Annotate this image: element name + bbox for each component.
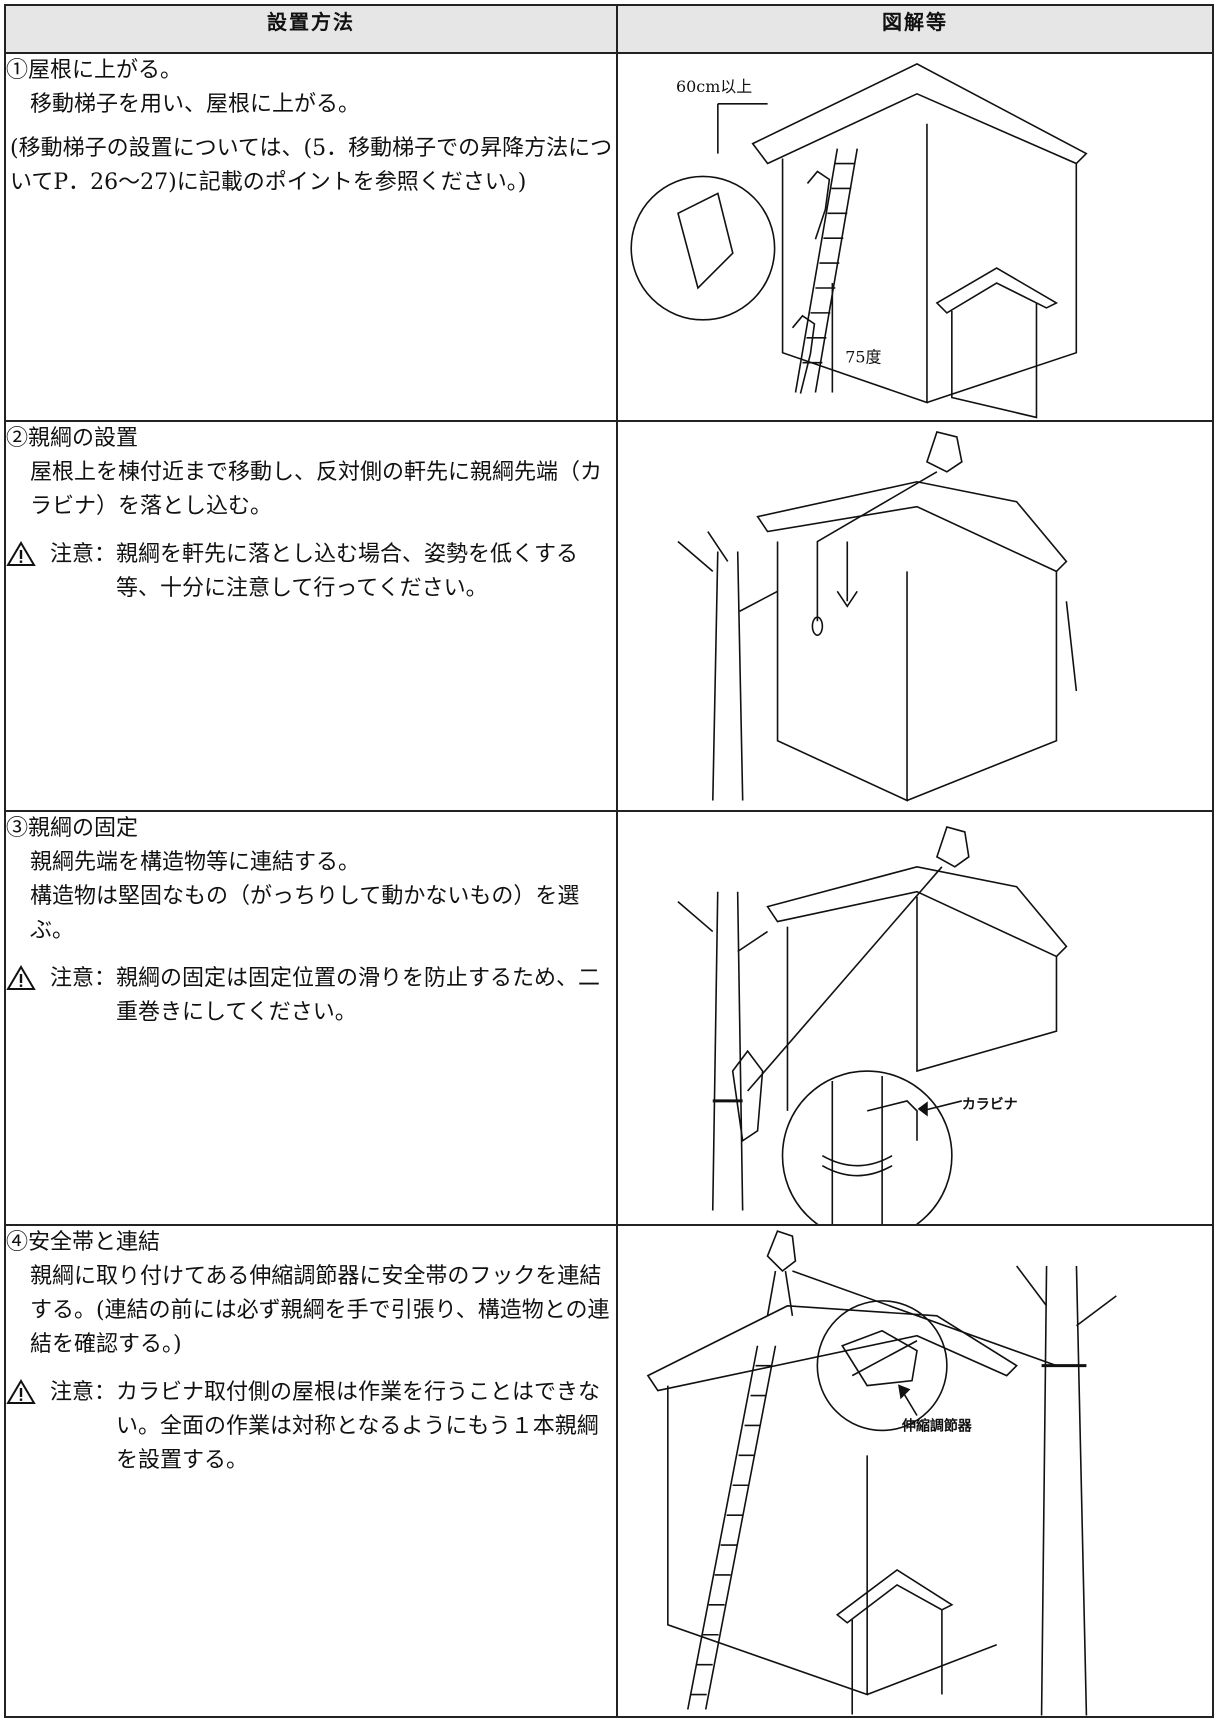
drop-arrow [837, 542, 857, 607]
step-3-line-1: 親綱先端を構造物等に連結する。 [30, 849, 361, 875]
house-walls [783, 124, 1077, 403]
roof-shape [758, 482, 1067, 572]
warning-icon [6, 538, 42, 578]
step-4-note: 注意： カラビナ取付側の屋根は作業を行うことはできない。全面の作業は対称となるよ… [6, 1376, 616, 1478]
ladder-rungs [802, 164, 855, 363]
step-2-title: ②親綱の設置 [6, 426, 139, 452]
step-3-title: ③親綱の固定 [6, 815, 139, 841]
step-1-title: ①屋根に上がる。 [6, 58, 183, 84]
shed-shape [837, 1570, 952, 1715]
detail-circle [631, 177, 774, 320]
rope-line [817, 472, 937, 621]
step-3-note: 注意： 親綱の固定は固定位置の滑りを防止するため、二重巻きにしてください。 [6, 962, 616, 1030]
callout-arrow [922, 1101, 962, 1111]
house-walls [668, 1386, 997, 1695]
step-2-note: 注意： 親綱を軒先に落とし込む場合、姿勢を低くする等、十分に注意して行ってくださ… [6, 538, 616, 606]
roof-worker [927, 432, 962, 472]
detail-carabiner [867, 1101, 917, 1141]
side-ladder [1066, 602, 1076, 692]
step-1-figure: 60cm以上 75度 [616, 52, 1214, 423]
procedure-table: 設置方法 図解等 ①屋根に上がる。 移動梯子を用い、屋根に上がる。 (移動梯子の… [4, 3, 1214, 1718]
roof-shape [648, 1306, 1017, 1391]
carabiner-shape [812, 618, 822, 636]
rope-line [748, 867, 942, 1091]
fig-label-60cm: 60cm以上 [676, 77, 752, 96]
ladder-rails [688, 1346, 776, 1710]
step-2-line-1: 屋根上を棟付近まで移動し、反対側の軒先に親綱先端（カラビナ）を落とし込む。 [30, 460, 603, 520]
fig-label-75deg: 75度 [845, 348, 881, 367]
roof-worker [767, 1232, 795, 1317]
climbing-workers [793, 172, 830, 394]
step-3-note-text: 親綱の固定は固定位置の滑りを防止するため、二重巻きにしてください。 [116, 965, 601, 1025]
detail-worker [678, 193, 733, 288]
rope-anchor-illustration: カラビナ [618, 812, 1212, 1224]
step-2-method: ②親綱の設置 屋根上を棟付近まで移動し、反対側の軒先に親綱先端（カラビナ）を落と… [4, 420, 618, 812]
step-row-2: ②親綱の設置 屋根上を棟付近まで移動し、反対側の軒先に親綱先端（カラビナ）を落と… [4, 420, 1214, 812]
step-3-line-2: 構造物は堅固なもの（がっちりして動かないもの）を選ぶ。 [30, 883, 580, 943]
arrow-head [919, 1103, 927, 1115]
rope-drop-illustration [618, 422, 1212, 809]
step-4-line-1: 親綱に取り付けてある伸縮調節器に安全帯のフックを連結する。(連結の前には必ず親綱… [30, 1264, 610, 1358]
note-label: 注意： [50, 542, 117, 568]
header-figure: 図解等 [616, 3, 1214, 55]
tree-shape [678, 892, 768, 1211]
step-4-figure: 伸縮調節器 [616, 1224, 1214, 1718]
fig-label-adjuster: 伸縮調節器 [901, 1418, 973, 1435]
step-3-figure: カラビナ [616, 809, 1214, 1227]
step-row-4: ④安全帯と連結 親綱に取り付けてある伸縮調節器に安全帯のフックを連結する。(連結… [4, 1224, 1214, 1718]
step-3-method: ③親綱の固定 親綱先端を構造物等に連結する。 構造物は堅固なもの（がっちりして動… [4, 809, 618, 1227]
step-1-line-1: 移動梯子を用い、屋根に上がる。 [30, 92, 361, 118]
step-4-title: ④安全帯と連結 [6, 1230, 161, 1256]
header-method: 設置方法 [4, 3, 618, 55]
tree-shape [678, 532, 778, 801]
step-row-1: ①屋根に上がる。 移動梯子を用い、屋根に上がる。 (移動梯子の設置については、(… [4, 52, 1214, 423]
rope-line [792, 1271, 1056, 1366]
warning-icon [6, 1376, 42, 1416]
fig-label-carabiner: カラビナ [962, 1096, 1018, 1113]
step-row-3: ③親綱の固定 親綱先端を構造物等に連結する。 構造物は堅固なもの（がっちりして動… [4, 809, 1214, 1227]
step-1-paren: (移動梯子の設置については、(5．移動梯子での昇降方法についてP．26〜27)に… [10, 136, 613, 196]
step-2-note-text: 親綱を軒先に落とし込む場合、姿勢を低くする等、十分に注意して行ってください。 [116, 542, 579, 602]
detail-circle [817, 1301, 947, 1431]
tree-shape [1017, 1266, 1117, 1715]
step-4-method: ④安全帯と連結 親綱に取り付けてある伸縮調節器に安全帯のフックを連結する。(連結… [4, 1224, 618, 1718]
house-walls [787, 897, 1056, 1111]
house-walls [778, 542, 1057, 801]
dimension-line [718, 104, 768, 154]
step-4-note-text: カラビナ取付側の屋根は作業を行うことはできない。全面の作業は対称となるようにもう… [116, 1380, 601, 1474]
ladder-rungs [691, 1366, 772, 1695]
arrow-head [899, 1386, 909, 1398]
harness-connection-illustration: 伸縮調節器 [618, 1226, 1212, 1716]
detail-circle [782, 1071, 951, 1224]
warning-icon [6, 962, 42, 1002]
detail-tree-wrap [822, 1076, 892, 1224]
note-label: 注意： [50, 1380, 117, 1406]
header-row: 設置方法 図解等 [4, 3, 1214, 55]
roof-worker [937, 827, 969, 867]
roof-shape [753, 64, 1087, 164]
shed-shape [937, 268, 1056, 417]
note-label: 注意： [50, 965, 117, 991]
ground-worker [733, 1051, 763, 1141]
roof-shape [768, 867, 1067, 957]
ladder-rails [796, 149, 858, 393]
step-1-method: ①屋根に上がる。 移動梯子を用い、屋根に上がる。 (移動梯子の設置については、(… [4, 52, 618, 423]
detail-adjuster [842, 1331, 917, 1386]
ladder-house-illustration: 60cm以上 75度 [618, 54, 1212, 420]
step-2-figure [616, 420, 1214, 812]
